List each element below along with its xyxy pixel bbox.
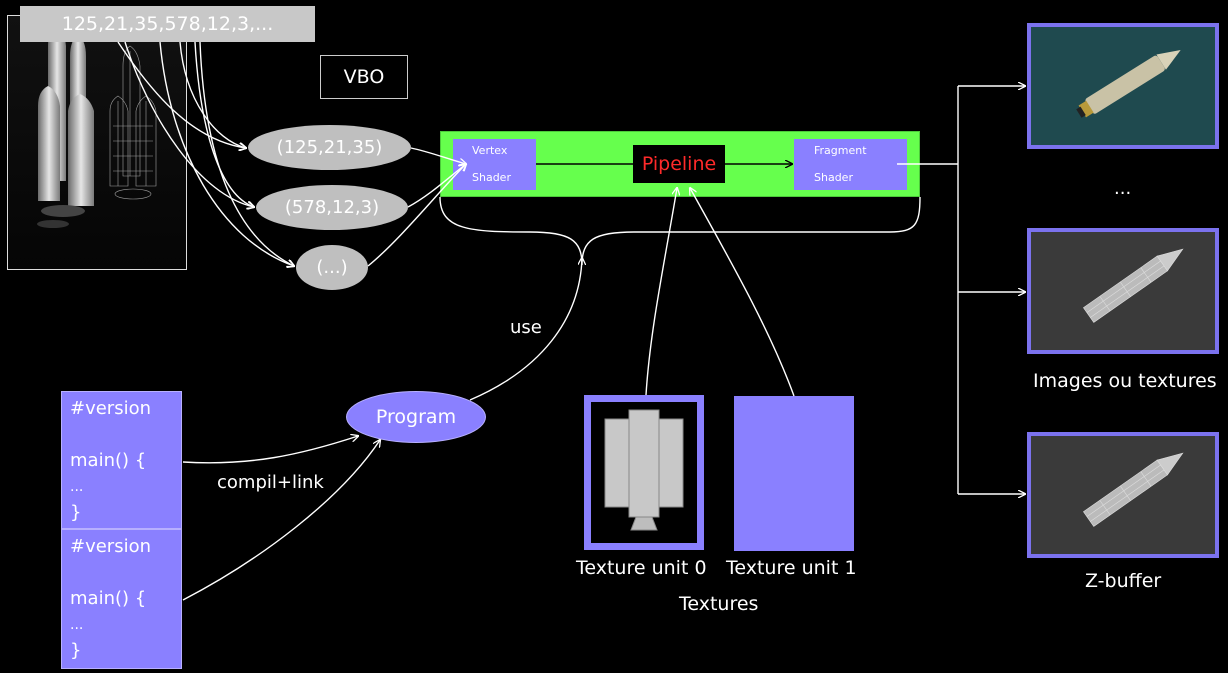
vertex-label-1: (125,21,35) (276, 137, 383, 158)
arrow-vbo-v3b (199, 41, 294, 266)
arrow-tex0-pipeline (645, 188, 677, 396)
arrow-vbo-v1b (179, 41, 246, 148)
images-textures-label: Images ou textures (1033, 370, 1217, 392)
fragment-shader-line-1: Fragment (814, 144, 867, 157)
source-line: #version (70, 536, 152, 557)
vertex-label-2: (578,12,3) (284, 197, 380, 218)
texture-unit-0-image (591, 402, 697, 543)
vertex-ellipse-3: (...) (296, 245, 368, 290)
source-line: } (70, 640, 82, 661)
vertex-ellipse-1: (125,21,35) (248, 125, 411, 170)
fragment-shader-box: Fragment Shader (794, 139, 907, 190)
use-label: use (510, 317, 542, 338)
arrow-v2-shader (407, 164, 466, 208)
outputs-ellipsis: ... (1114, 178, 1132, 199)
vertex-shader-line-2: Shader (472, 171, 511, 184)
arrow-program-use (469, 258, 582, 401)
compile-link-label: compil+link (217, 472, 324, 493)
texture-atlas-icon (604, 409, 684, 531)
pipeline-label-box: Pipeline (633, 145, 725, 183)
vbo-data-text: 125,21,35,578,12,3,... (61, 13, 274, 35)
zbuffer-label: Z-buffer (1085, 570, 1162, 592)
texture-unit-1-label: Texture unit 1 (726, 557, 857, 579)
vbo-label: VBO (343, 66, 385, 88)
source-line: ... (70, 617, 84, 633)
fragment-shader-line-2: Shader (814, 171, 853, 184)
texture-unit-1 (734, 396, 854, 551)
source-line: #version (70, 398, 152, 419)
vertex-ellipse-2: (578,12,3) (256, 185, 408, 230)
program-ellipse: Program (346, 391, 486, 443)
rocket-thumbnail (1083, 452, 1184, 527)
arrow-v3-shader (367, 164, 466, 267)
textures-label: Textures (679, 593, 759, 615)
pipeline-label: Pipeline (641, 153, 717, 175)
arrow-vbo-v2b (194, 41, 254, 207)
vbo-data-bar: 125,21,35,578,12,3,... (20, 6, 315, 42)
arrow-vbo-v1 (117, 41, 246, 148)
source-line: ... (70, 479, 84, 495)
program-label: Program (375, 406, 457, 428)
vertex-shader-line-1: Vertex (472, 144, 508, 157)
source-line: main() { (70, 588, 147, 609)
arrow-tex1-pipeline (690, 188, 795, 397)
vertex-label-3: (...) (316, 257, 348, 278)
vertex-shader-source: #version main() { ... } (61, 391, 182, 529)
output-zbuffer (1027, 432, 1219, 558)
arrow-vbo-v2 (124, 41, 254, 207)
vbo-label-box: VBO (320, 55, 408, 99)
texture-unit-0-label: Texture unit 0 (576, 557, 707, 579)
arrow-v1-shader (410, 147, 466, 164)
output-image-2 (1027, 228, 1219, 354)
rocket-model-panel (7, 15, 187, 270)
pipeline-brace (439, 196, 921, 266)
rocket-model-icon (37, 21, 157, 228)
rocket-thumbnail (1076, 49, 1181, 118)
arrow-source2-program (182, 440, 380, 601)
source-line: } (70, 502, 82, 523)
output-image-1 (1027, 23, 1219, 149)
arrow-source1-program (182, 436, 358, 464)
source-line: main() { (70, 450, 147, 471)
texture-unit-0-frame (584, 395, 704, 550)
rocket-thumbnail (1083, 248, 1184, 323)
fragment-shader-source: #version main() { ... } (61, 529, 182, 669)
arrow-vbo-v3 (159, 41, 294, 266)
